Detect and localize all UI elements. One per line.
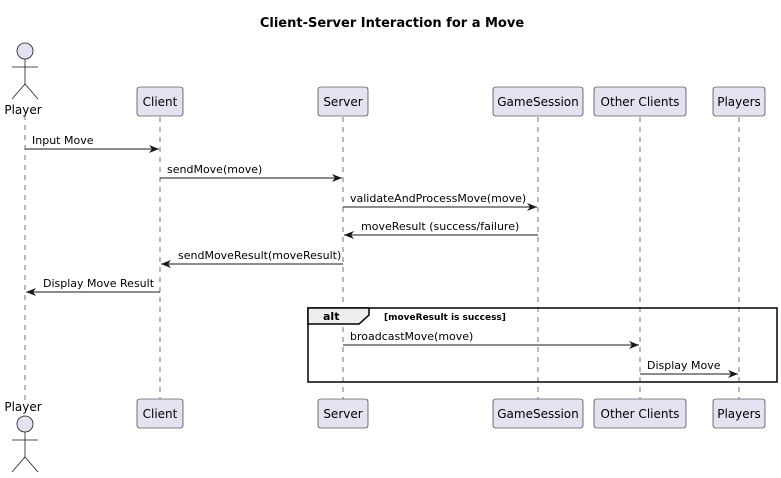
- message-label: sendMoveResult(moveResult): [178, 249, 341, 262]
- message-5: sendMoveResult(moveResult): [161, 249, 343, 268]
- message-label: Display Move: [647, 359, 721, 372]
- participant-label: Client: [143, 407, 178, 421]
- alt-operator-label: alt: [323, 310, 339, 323]
- alt-fragment-frame: [307, 307, 778, 383]
- participant-server-bottom: Server: [317, 398, 369, 429]
- message-2: sendMove(move): [160, 163, 342, 182]
- participant-players-bottom: Players: [712, 398, 766, 429]
- message-label: broadcastMove(move): [350, 330, 473, 343]
- participant-label: Server: [323, 95, 362, 109]
- message-1: Input Move: [25, 134, 159, 153]
- participant-otherclients-bottom: Other Clients: [593, 398, 687, 429]
- alt-operator-tab: [307, 307, 370, 325]
- participant-label: Other Clients: [601, 407, 680, 421]
- actor-player-bottom: Player: [4, 400, 42, 473]
- participant-label: Server: [323, 407, 362, 421]
- actor-label: Player: [4, 400, 41, 414]
- participant-label: Players: [717, 407, 761, 421]
- participant-gamesession-bottom: GameSession: [492, 398, 584, 429]
- actor-head-icon: [16, 42, 34, 60]
- participant-label: GameSession: [497, 95, 579, 109]
- participant-label: Other Clients: [601, 95, 680, 109]
- actor-player-top: Player: [4, 42, 42, 117]
- message-label: Input Move: [32, 134, 94, 147]
- message-3: validateAndProcessMove(move): [343, 192, 537, 211]
- alt-condition-label: [moveResult is success]: [384, 313, 506, 323]
- participant-otherclients-top: Other Clients: [593, 86, 687, 117]
- participant-label: GameSession: [497, 407, 579, 421]
- diagram-title: Client-Server Interaction for a Move: [260, 16, 525, 31]
- message-label: validateAndProcessMove(move): [350, 192, 526, 205]
- message-8: Display Move: [640, 359, 738, 378]
- participant-players-top: Players: [712, 86, 766, 117]
- message-7: broadcastMove(move): [343, 330, 639, 349]
- participant-client-top: Client: [136, 86, 184, 117]
- message-label: sendMove(move): [167, 163, 262, 176]
- message-6: Display Move Result: [26, 277, 160, 296]
- participant-server-top: Server: [317, 86, 369, 117]
- actor-label: Player: [4, 103, 41, 117]
- participant-label: Client: [143, 95, 178, 109]
- message-label: Display Move Result: [43, 277, 155, 290]
- actor-head-icon: [16, 415, 34, 433]
- participant-label: Players: [717, 95, 761, 109]
- message-4: moveResult (success/failure): [344, 220, 538, 239]
- participant-gamesession-top: GameSession: [492, 86, 584, 117]
- alt-fragment: alt [moveResult is success]: [307, 307, 778, 383]
- participant-client-bottom: Client: [136, 398, 184, 429]
- message-label: moveResult (success/failure): [361, 220, 519, 233]
